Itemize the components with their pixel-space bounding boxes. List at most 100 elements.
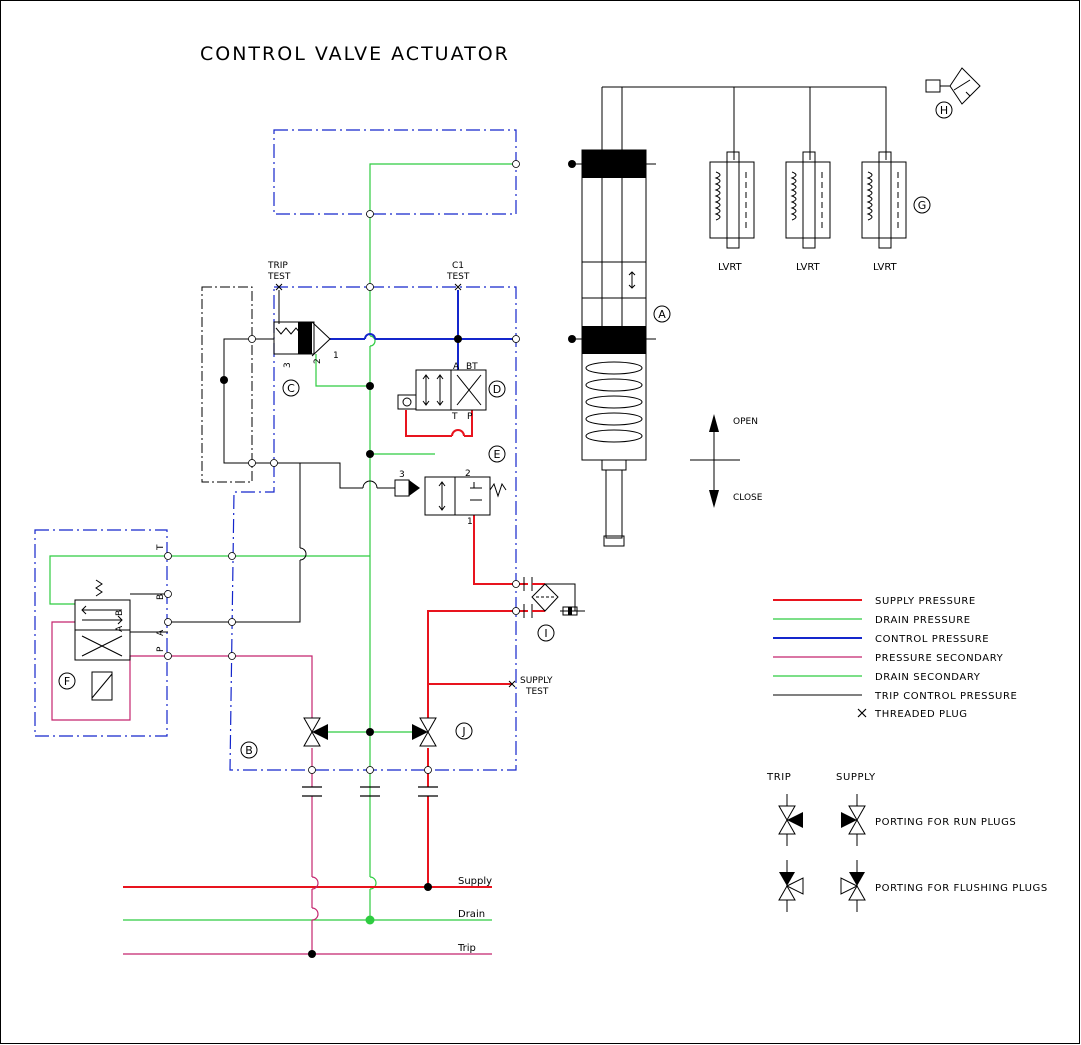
svg-text:B: B	[245, 744, 253, 757]
servo-block-box	[34, 529, 168, 737]
actuator-cylinder-a	[572, 149, 656, 547]
trip-test-label-2: TEST	[267, 272, 291, 282]
trip-valve-e: 3 2 1	[394, 469, 507, 527]
svg-text:F: F	[64, 675, 70, 688]
valve-e-port-1: 1	[467, 517, 473, 527]
svg-text:A: A	[658, 308, 666, 321]
supply-test-label-2: TEST	[525, 687, 549, 697]
c1-test-label-1: C1	[452, 261, 464, 271]
threaded-plug-marks	[275, 283, 516, 688]
supply-test-label-1: SUPPLY	[520, 676, 553, 686]
port-label-3: 3	[283, 362, 293, 368]
callout-i: I	[537, 624, 555, 642]
servo-inner-port-b: B	[115, 610, 125, 616]
legend-flushing-plugs-label: PORTING FOR FLUSHING PLUGS	[875, 883, 1048, 894]
legend-item-threaded-plug: THREADED PLUG	[857, 708, 968, 720]
isolation-valves-j	[303, 717, 437, 747]
trip-block-box	[201, 286, 253, 483]
servo-port-p: P	[156, 646, 166, 652]
legend-item-drain-secondary: DRAIN SECONDARY	[773, 672, 981, 683]
servo-valve-d: A BT T P	[397, 362, 487, 422]
lvrt-label-1: LVRT	[718, 262, 743, 273]
legend-item-trip-control-pressure: TRIP CONTROL PRESSURE	[773, 691, 1017, 702]
legend-trip-flushing-plug-symbol	[778, 860, 804, 912]
trip-test-label-1: TRIP	[267, 261, 288, 271]
servo-port-a: A	[156, 629, 166, 636]
trip-bus-label: Trip	[457, 943, 476, 954]
legend-trip-run-plug-symbol	[778, 794, 803, 846]
lvrt-1	[709, 151, 755, 249]
callout-h: H	[935, 101, 953, 119]
lvrt-label-3: LVRT	[873, 262, 898, 273]
open-close-indicator: OPEN CLOSE	[690, 414, 763, 508]
lvrt-2	[785, 151, 831, 249]
lvrt-label-2: LVRT	[796, 262, 821, 273]
legend-supply-run-plug-symbol	[841, 794, 866, 846]
upper-manifold-box	[273, 129, 517, 215]
filter-i	[523, 577, 585, 618]
legend-item-supply-pressure: SUPPLY PRESSURE	[773, 596, 976, 607]
legend-run-plugs-label: PORTING FOR RUN PLUGS	[875, 817, 1016, 828]
actuator-spring	[585, 361, 643, 443]
svg-text:H: H	[940, 104, 948, 117]
svg-text:THREADED PLUG: THREADED PLUG	[874, 709, 968, 720]
callout-d: D	[488, 380, 506, 398]
legend: SUPPLY PRESSURE DRAIN PRESSURE CONTROL P…	[766, 596, 1048, 912]
secondary-lines	[51, 621, 492, 955]
junction-dots	[220, 160, 576, 958]
lvrt-group-g: LVRT LVRT LVRT	[709, 151, 907, 273]
trip-control-lines	[130, 86, 887, 633]
supply-bus-label: Supply	[458, 876, 492, 887]
manifold-block-b	[229, 286, 517, 771]
callout-j: J	[455, 722, 473, 740]
valve-d-port-p: P	[467, 412, 473, 422]
legend-supply-flushing-plug-symbol	[840, 860, 866, 912]
legend-item-drain-pressure: DRAIN PRESSURE	[773, 615, 971, 626]
disconnect-caps	[302, 786, 438, 797]
callout-g: G	[913, 196, 931, 214]
trip-relay-valve-c: 3 2 1	[273, 321, 339, 368]
svg-text:DRAIN PRESSURE: DRAIN PRESSURE	[875, 615, 971, 626]
c1-test-label-2: TEST	[446, 272, 470, 282]
svg-text:G: G	[918, 199, 927, 212]
limit-switch-h	[925, 67, 981, 105]
callout-c: C	[282, 379, 300, 397]
callout-b: B	[240, 741, 258, 759]
svg-text:I: I	[544, 627, 547, 640]
port-label-1: 1	[333, 351, 339, 361]
valve-d-port-a: A	[453, 362, 460, 372]
port-label-2: 2	[313, 358, 323, 364]
legend-item-pressure-secondary: PRESSURE SECONDARY	[773, 653, 1004, 664]
drain-bus-label: Drain	[458, 909, 485, 920]
svg-text:PRESSURE SECONDARY: PRESSURE SECONDARY	[875, 653, 1004, 664]
servo-port-t: T	[156, 544, 166, 551]
callout-circles: A B C D E F G H I J	[58, 101, 953, 759]
valve-d-port-bt: BT	[466, 362, 478, 372]
valve-e-port-2: 2	[465, 469, 471, 479]
svg-text:D: D	[493, 383, 501, 396]
svg-text:J: J	[461, 725, 465, 738]
supply-lines	[123, 410, 528, 888]
port-circles	[164, 160, 520, 774]
legend-trip-header: TRIP	[766, 772, 791, 783]
callout-e: E	[488, 445, 506, 463]
callout-a: A	[653, 305, 671, 323]
diagram-title: CONTROL VALVE ACTUATOR	[200, 43, 510, 65]
servo-valve-f: T B A P B A	[74, 544, 166, 701]
valve-d-port-t: T	[451, 412, 458, 422]
control-lines	[330, 290, 516, 370]
svg-text:SUPPLY PRESSURE: SUPPLY PRESSURE	[875, 596, 976, 607]
svg-text:DRAIN SECONDARY: DRAIN SECONDARY	[875, 672, 981, 683]
valve-e-port-3: 3	[399, 470, 405, 480]
servo-inner-port-a: A	[115, 625, 125, 632]
close-label: CLOSE	[733, 493, 763, 503]
servo-port-b: B	[156, 594, 166, 600]
open-label: OPEN	[733, 417, 758, 427]
lvrt-3	[861, 151, 907, 249]
legend-item-control-pressure: CONTROL PRESSURE	[773, 634, 989, 645]
svg-text:TRIP CONTROL PRESSURE: TRIP CONTROL PRESSURE	[874, 691, 1017, 702]
svg-text:C: C	[287, 382, 295, 395]
svg-text:CONTROL PRESSURE: CONTROL PRESSURE	[875, 634, 989, 645]
